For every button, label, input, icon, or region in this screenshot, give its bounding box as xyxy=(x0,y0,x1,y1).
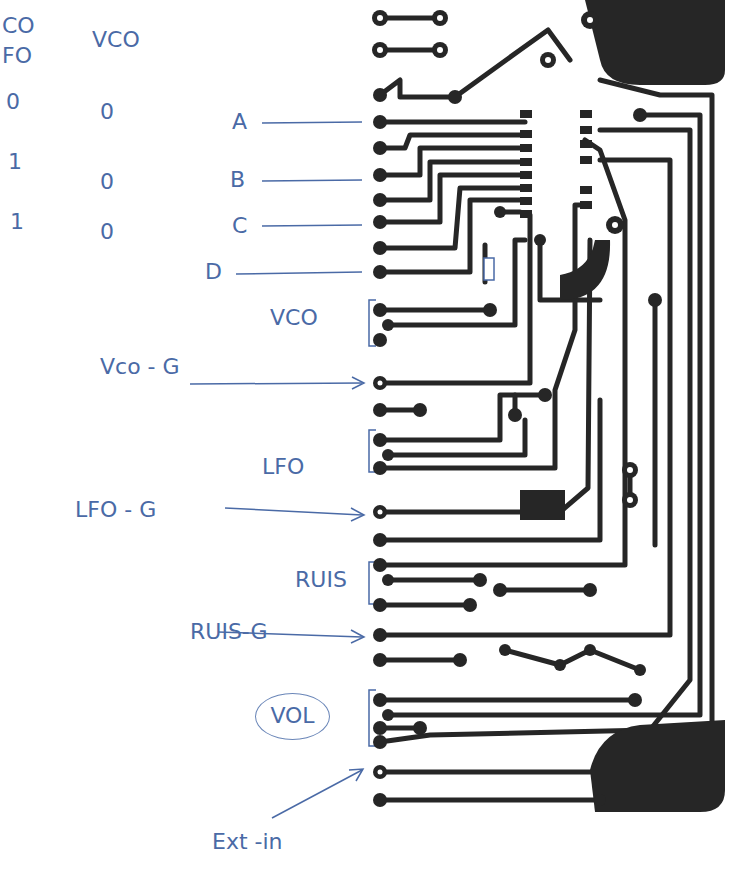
column-heading: FO xyxy=(2,44,32,68)
table-cell: 0 xyxy=(100,100,114,124)
table-cell: 0 xyxy=(100,170,114,194)
pin-group-name: VCO xyxy=(270,306,318,330)
signal-name: C xyxy=(232,214,247,238)
column-heading: VCO xyxy=(92,28,140,52)
solder-pads xyxy=(372,10,662,807)
table-cell: 0 xyxy=(6,90,20,114)
signal-name: B xyxy=(230,168,245,192)
pin-name: LFO - G xyxy=(75,498,156,522)
leader-lines xyxy=(190,122,376,818)
pin-group-name: RUIS xyxy=(295,568,347,592)
column-heading: CO xyxy=(2,14,35,38)
resistor-symbol xyxy=(484,258,494,280)
signal-name: D xyxy=(205,260,222,284)
table-cell: 1 xyxy=(8,150,22,174)
signal-name: A xyxy=(232,110,247,134)
circled-label: VOL xyxy=(255,693,330,740)
pin-group-name: VOL xyxy=(270,704,314,728)
pin-name: Ext -in xyxy=(212,830,283,854)
pin-name: RUIS-G xyxy=(190,620,268,644)
copper-pours xyxy=(520,0,725,812)
drill-holes xyxy=(377,15,633,775)
pin-group-name: LFO xyxy=(262,455,304,479)
pin-name: Vco - G xyxy=(100,355,180,379)
table-cell: 0 xyxy=(100,220,114,244)
copper-traces xyxy=(380,18,712,800)
table-cell: 1 xyxy=(10,210,24,234)
